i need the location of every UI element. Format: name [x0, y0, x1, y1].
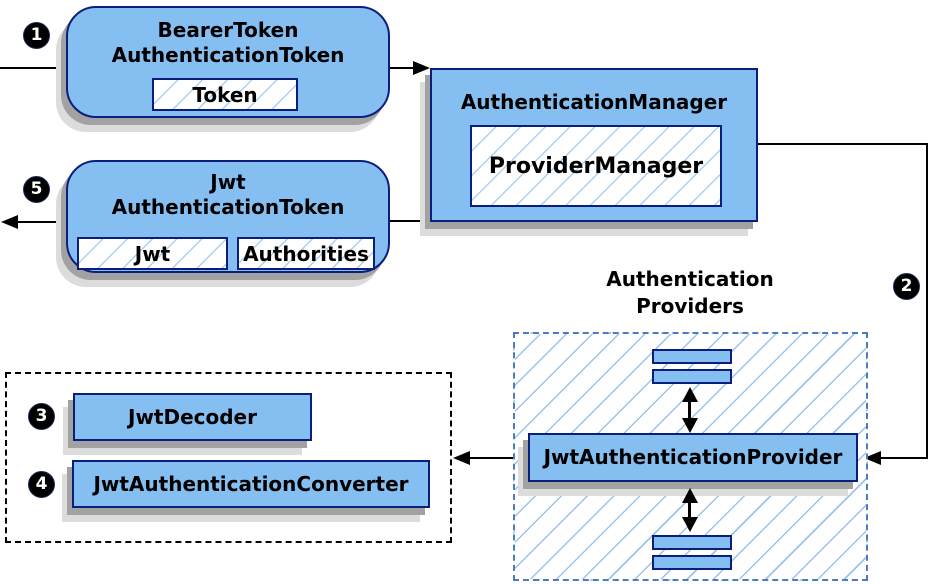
step-4-number: 4 [35, 474, 48, 494]
providers-title-line1: Authentication [606, 267, 774, 291]
arrowhead-left-icon [453, 451, 470, 465]
double-arrow-shaft [688, 500, 691, 520]
arrowhead-right-icon [413, 61, 430, 75]
provider-placeholder-bar [652, 555, 732, 570]
double-arrow-up-icon [682, 488, 698, 503]
step-1-number: 1 [30, 25, 43, 45]
authentication-manager-title: AuthenticationManager [460, 90, 728, 114]
token-chip-label: Token [192, 82, 258, 107]
provider-placeholder-bar [652, 349, 732, 364]
bearer-token-node-title: BearerToken AuthenticationToken [68, 18, 388, 68]
jwt-token-title-line1: Jwt [210, 170, 246, 194]
provider-manager-chip: ProviderManager [470, 125, 722, 207]
provider-placeholder-bar [652, 369, 732, 384]
jwt-decoder-label: JwtDecoder [128, 404, 257, 429]
bearer-token-authentication-token-node: BearerToken AuthenticationToken [66, 6, 390, 118]
bearer-token-title-line1: BearerToken [157, 18, 299, 42]
jwt-authentication-converter-label: JwtAuthenticationConverter [93, 471, 409, 496]
provider-manager-label: ProviderManager [488, 153, 704, 179]
providers-title-line2: Providers [636, 294, 744, 318]
step-2-badge: 2 [893, 273, 920, 300]
manager-to-provider-line-top [758, 143, 928, 145]
provider-placeholder-bar [652, 535, 732, 550]
bearer-token-title-line2: AuthenticationToken [111, 43, 345, 67]
step-4-badge: 4 [28, 471, 55, 498]
incoming-request-line [0, 67, 67, 69]
authentication-providers-group-title: Authentication Providers [590, 266, 790, 320]
provider-to-helpers-line [470, 457, 516, 459]
double-arrow-down-icon [682, 517, 698, 532]
jwt-authentication-provider-node: JwtAuthenticationProvider [528, 433, 858, 482]
arrowhead-left-icon [1, 215, 18, 229]
manager-to-provider-line-bottom [881, 457, 928, 459]
authorities-chip-label: Authorities [243, 241, 369, 266]
step-3-number: 3 [35, 406, 48, 426]
step-3-badge: 3 [28, 403, 55, 430]
jwt-chip: Jwt [77, 237, 228, 270]
arrowhead-left-icon [864, 451, 881, 465]
token-chip: Token [152, 78, 298, 111]
jwt-token-title-line2: AuthenticationToken [111, 195, 345, 219]
step-5-number: 5 [30, 179, 43, 199]
bearer-to-manager-line [389, 67, 415, 69]
manager-to-jwt-token-line [389, 220, 432, 222]
jwt-decoder-node: JwtDecoder [73, 393, 312, 441]
jwt-authentication-converter-node: JwtAuthenticationConverter [72, 460, 430, 508]
double-arrow-shaft [688, 399, 691, 421]
jwt-chip-label: Jwt [134, 241, 171, 266]
double-arrow-down-icon [682, 418, 698, 433]
double-arrow-up-icon [682, 387, 698, 402]
jwt-token-node-title: Jwt AuthenticationToken [68, 170, 388, 220]
manager-to-provider-line-vertical [926, 143, 928, 459]
step-5-badge: 5 [23, 176, 50, 203]
step-1-badge: 1 [23, 22, 50, 49]
outgoing-result-line [16, 221, 67, 223]
jwt-authentication-provider-label: JwtAuthenticationProvider [543, 445, 843, 469]
authorities-chip: Authorities [237, 237, 375, 270]
step-2-number: 2 [900, 276, 913, 296]
